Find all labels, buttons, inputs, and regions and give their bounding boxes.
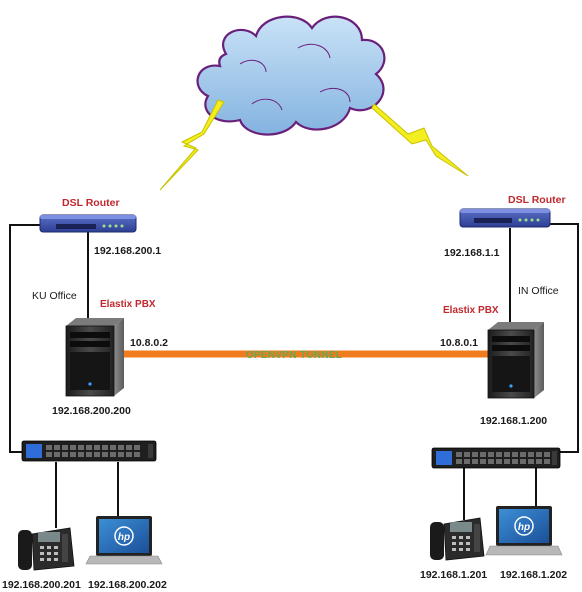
network-switch-icon [21,440,157,462]
switch-port [102,445,108,450]
switch-port [488,452,494,457]
right-router-label: DSL Router [508,194,566,206]
tunnel-label: OPENVPN TUNNEL [246,350,342,361]
server-tower-icon [487,322,544,399]
switch-port [480,452,486,457]
laptop-left: hp [85,516,163,565]
switch-port [504,452,510,457]
left-laptop-ip: 192.168.200.202 [88,579,167,591]
laptop-icon: hp [485,506,563,556]
switch-port [536,452,542,457]
switch-port [472,459,478,464]
right-laptop-ip: 192.168.1.202 [500,569,567,581]
router-right [459,208,551,228]
right-router-ip: 192.168.1.1 [444,247,500,259]
internet-cloud [196,15,386,136]
switch-port [544,452,550,457]
cable-left-router-to-switch [9,224,40,453]
pbx-server-right [487,322,544,399]
switch-port [62,445,68,450]
switch-left [21,440,157,462]
switch-port [110,445,116,450]
switch-port [496,452,502,457]
left-pbx-ip: 192.168.200.200 [52,405,131,417]
switch-port [520,459,526,464]
cloud-icon [196,15,386,136]
switch-port [78,445,84,450]
ip-phone-left [18,527,75,571]
left-tunnel-ip: 10.8.0.2 [130,337,168,349]
right-tunnel-ip: 10.8.0.1 [440,337,478,349]
laptop-right: hp [485,506,563,556]
switch-port [134,445,140,450]
switch-port [126,445,132,450]
switch-port [464,452,470,457]
switch-port [102,452,108,457]
switch-port [544,459,550,464]
left-router-ip: 192.168.200.1 [94,245,161,257]
switch-port [86,445,92,450]
switch-port [536,459,542,464]
switch-port [134,452,140,457]
switch-port [456,459,462,464]
switch-port [46,445,52,450]
switch-port [488,459,494,464]
switch-port [54,445,60,450]
right-phone-ip: 192.168.1.201 [420,569,487,581]
switch-port [464,459,470,464]
network-switch-icon [431,447,561,469]
switch-port [504,459,510,464]
vpn-tunnel: OPENVPN TUNNEL [118,350,490,361]
ip-phone-right [430,517,485,561]
switch-port [472,452,478,457]
switch-port [520,452,526,457]
cables [9,223,579,528]
right-pbx-label: Elastix PBX [443,305,499,316]
switch-port [78,452,84,457]
switch-port [512,452,518,457]
server-tower-icon [65,318,124,397]
switch-port [118,445,124,450]
switch-port [456,452,462,457]
switch-port [118,452,124,457]
switch-port [126,452,132,457]
cable-right-router-to-switch [548,223,579,453]
switch-port [70,445,76,450]
switch-port [110,452,116,457]
switch-port [46,452,52,457]
left-phone-ip: 192.168.200.201 [2,579,81,591]
desk-phone-icon [430,517,485,561]
switch-port [512,459,518,464]
switch-port [86,452,92,457]
switch-port [54,452,60,457]
switch-port [94,452,100,457]
switch-port [70,452,76,457]
lightning-bolt-left [159,99,225,191]
router-icon [459,208,551,228]
desk-phone-icon [18,527,75,571]
left-router-label: DSL Router [62,197,120,209]
lightning-bolt-icon [159,99,225,191]
switch-right [431,447,561,469]
lightning-bolt-right [371,103,469,177]
right-pbx-ip: 192.168.1.200 [480,415,547,427]
switch-port [62,452,68,457]
switch-port [480,459,486,464]
switch-port [94,445,100,450]
svg-text:hp: hp [118,532,130,543]
right-office-label: IN Office [518,285,559,297]
left-pbx-label: Elastix PBX [100,299,156,310]
svg-text:hp: hp [518,522,530,533]
router-icon [39,214,137,233]
switch-port [528,459,534,464]
lightning-bolt-icon [371,103,469,177]
pbx-server-left [65,318,124,397]
laptop-icon: hp [85,516,163,565]
switch-port [528,452,534,457]
switch-port [496,459,502,464]
left-office-label: KU Office [32,290,77,302]
router-left [39,214,137,233]
